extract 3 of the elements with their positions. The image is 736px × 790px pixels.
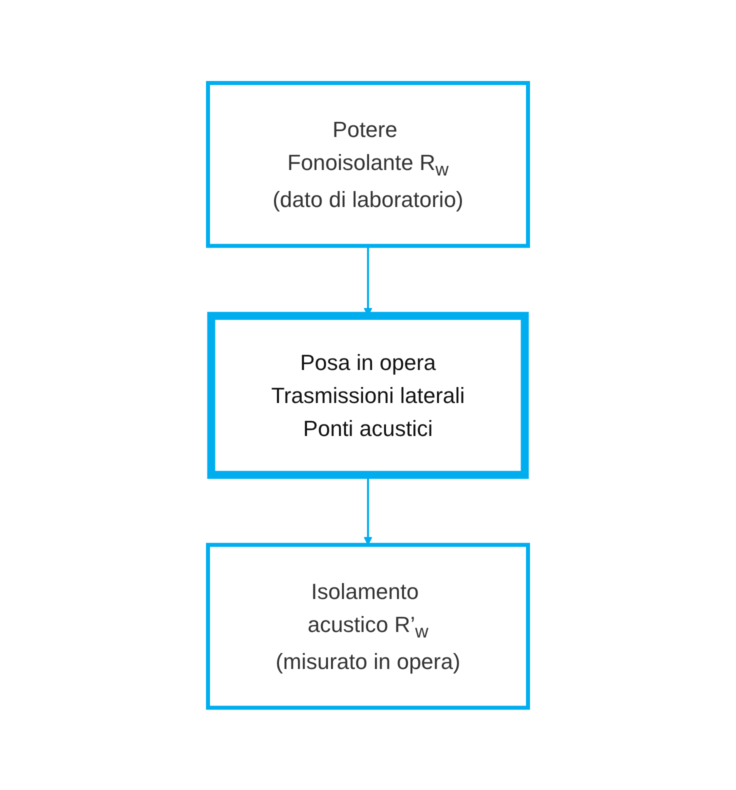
node-box: Posa in opera Trasmissioni laterali Ponti acustici	[207, 312, 529, 478]
node-box: Potere Fonoisolante R$_{w}$ (dato di laboratorio)	[206, 80, 530, 248]
node-box: Isolamento acustico R’$_{w}$ (misurato in opera)	[206, 542, 530, 710]
